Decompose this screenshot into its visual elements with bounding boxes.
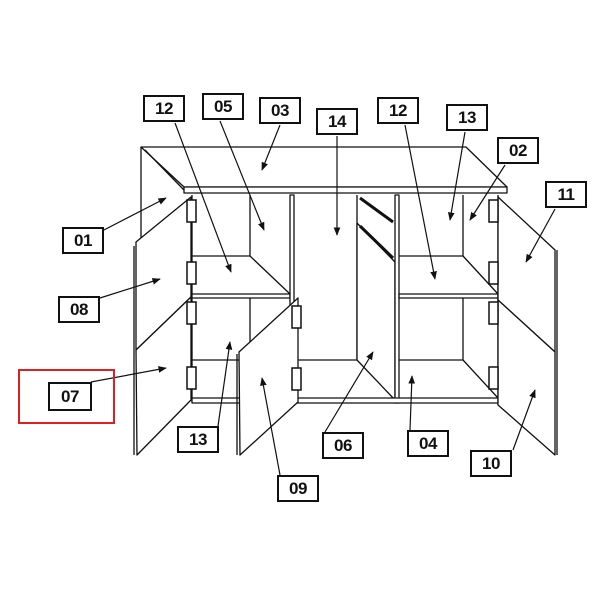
part-label-02: 02 xyxy=(497,137,539,164)
part-label-12b: 12 xyxy=(377,97,419,124)
part-label-04: 04 xyxy=(407,430,449,457)
part-label-10: 10 xyxy=(470,450,512,477)
part-label-06: 06 xyxy=(322,432,364,459)
door-07 xyxy=(135,296,192,456)
part-label-01: 01 xyxy=(62,227,104,254)
part-label-14: 14 xyxy=(316,108,358,135)
highlight-box-07 xyxy=(18,369,115,424)
part-label-08: 08 xyxy=(58,296,100,323)
leader-arrows xyxy=(90,120,556,476)
panel-06 xyxy=(356,222,396,401)
part-label-12: 12 xyxy=(143,95,185,122)
door-09 xyxy=(238,297,299,456)
part-label-13: 13 xyxy=(446,104,488,131)
part-label-05: 05 xyxy=(202,93,244,120)
part-label-11: 11 xyxy=(545,181,587,208)
top-panel xyxy=(140,146,508,188)
part-label-09: 09 xyxy=(277,475,319,502)
part-label-13b: 13 xyxy=(177,426,219,453)
part-label-07: 07 xyxy=(48,382,92,411)
part-label-03: 03 xyxy=(259,97,301,124)
hinges xyxy=(186,199,499,391)
